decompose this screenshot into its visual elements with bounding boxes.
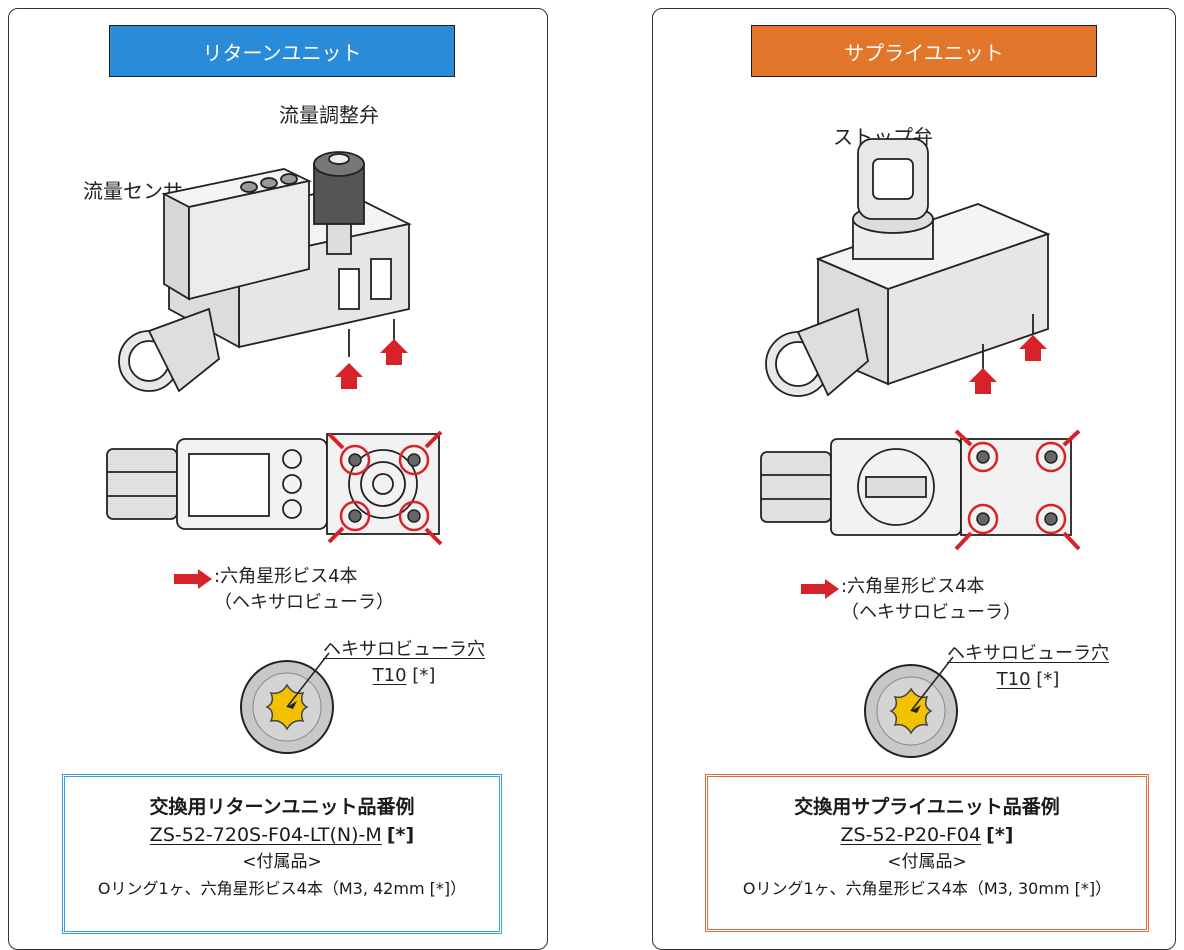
- hexalobular-hole-label: ヘキサロビューラ穴 T10 [*]: [309, 637, 499, 689]
- flow-control-valve-label: 流量調整弁: [279, 103, 379, 127]
- accessories-list: Oリング1ヶ、六角星形ビス4本（M3, 42mm [*]）: [97, 879, 467, 898]
- accessories-list: Oリング1ヶ、六角星形ビス4本（M3, 30mm [*]）: [742, 879, 1112, 898]
- hexalobular-hole-label: ヘキサロビューラ穴 T10 [*]: [933, 641, 1123, 693]
- part-box-heading: 交換用サプライユニット品番例: [794, 796, 1060, 818]
- supply-unit-part-box: 交換用サプライユニット品番例 ZS-52-P20-F04 [*] <付属品> O…: [705, 774, 1149, 932]
- hexalobular-hole-title: ヘキサロビューラ穴: [947, 643, 1109, 664]
- supply-unit-title: サプライユニット: [751, 25, 1097, 77]
- part-number: ZS-52-720S-F04-LT(N)-M: [149, 824, 382, 846]
- return-unit-title: リターンユニット: [109, 25, 455, 77]
- hex-size: T10: [996, 669, 1031, 690]
- return-unit-top-view: [106, 430, 443, 546]
- screw-legend-line2: （ヘキサロビューラ）: [841, 602, 1021, 623]
- screw-legend: :六角星形ビス4本 （ヘキサロビューラ）: [214, 564, 394, 616]
- return-unit-part-box: 交換用リターンユニット品番例 ZS-52-720S-F04-LT(N)-M [*…: [62, 774, 502, 934]
- screw-legend-line1: :六角星形ビス4本: [841, 576, 985, 597]
- hexalobular-hole-title: ヘキサロビューラ穴: [323, 639, 485, 660]
- torx-screw-head-icon: [240, 652, 334, 754]
- hex-note: [*]: [1036, 669, 1060, 690]
- return-unit-panel: リターンユニット 流量調整弁 流量センサ: [8, 8, 548, 950]
- part-number-note: [*]: [386, 824, 415, 846]
- part-number-note: [*]: [986, 824, 1014, 846]
- part-box-heading: 交換用リターンユニット品番例: [149, 796, 415, 818]
- supply-unit-panel: サプライユニット ストップ弁: [652, 8, 1176, 950]
- supply-unit-top-view: [760, 429, 1081, 551]
- red-arrow-icon: [174, 569, 212, 589]
- accessories-label: <付属品>: [887, 852, 967, 872]
- accessories-label: <付属品>: [242, 852, 322, 872]
- torx-screw-head-icon: [864, 656, 958, 758]
- return-unit-isometric-drawing: [118, 151, 412, 393]
- hex-size: T10: [372, 665, 407, 686]
- screw-legend-line2: （ヘキサロビューラ）: [214, 592, 394, 613]
- supply-unit-isometric-drawing: [765, 138, 1051, 397]
- screw-legend-line1: :六角星形ビス4本: [214, 566, 358, 587]
- screw-legend: :六角星形ビス4本 （ヘキサロビューラ）: [841, 574, 1021, 626]
- part-number: ZS-52-P20-F04: [840, 824, 982, 846]
- hex-note: [*]: [412, 665, 436, 686]
- red-arrow-icon: [801, 579, 839, 599]
